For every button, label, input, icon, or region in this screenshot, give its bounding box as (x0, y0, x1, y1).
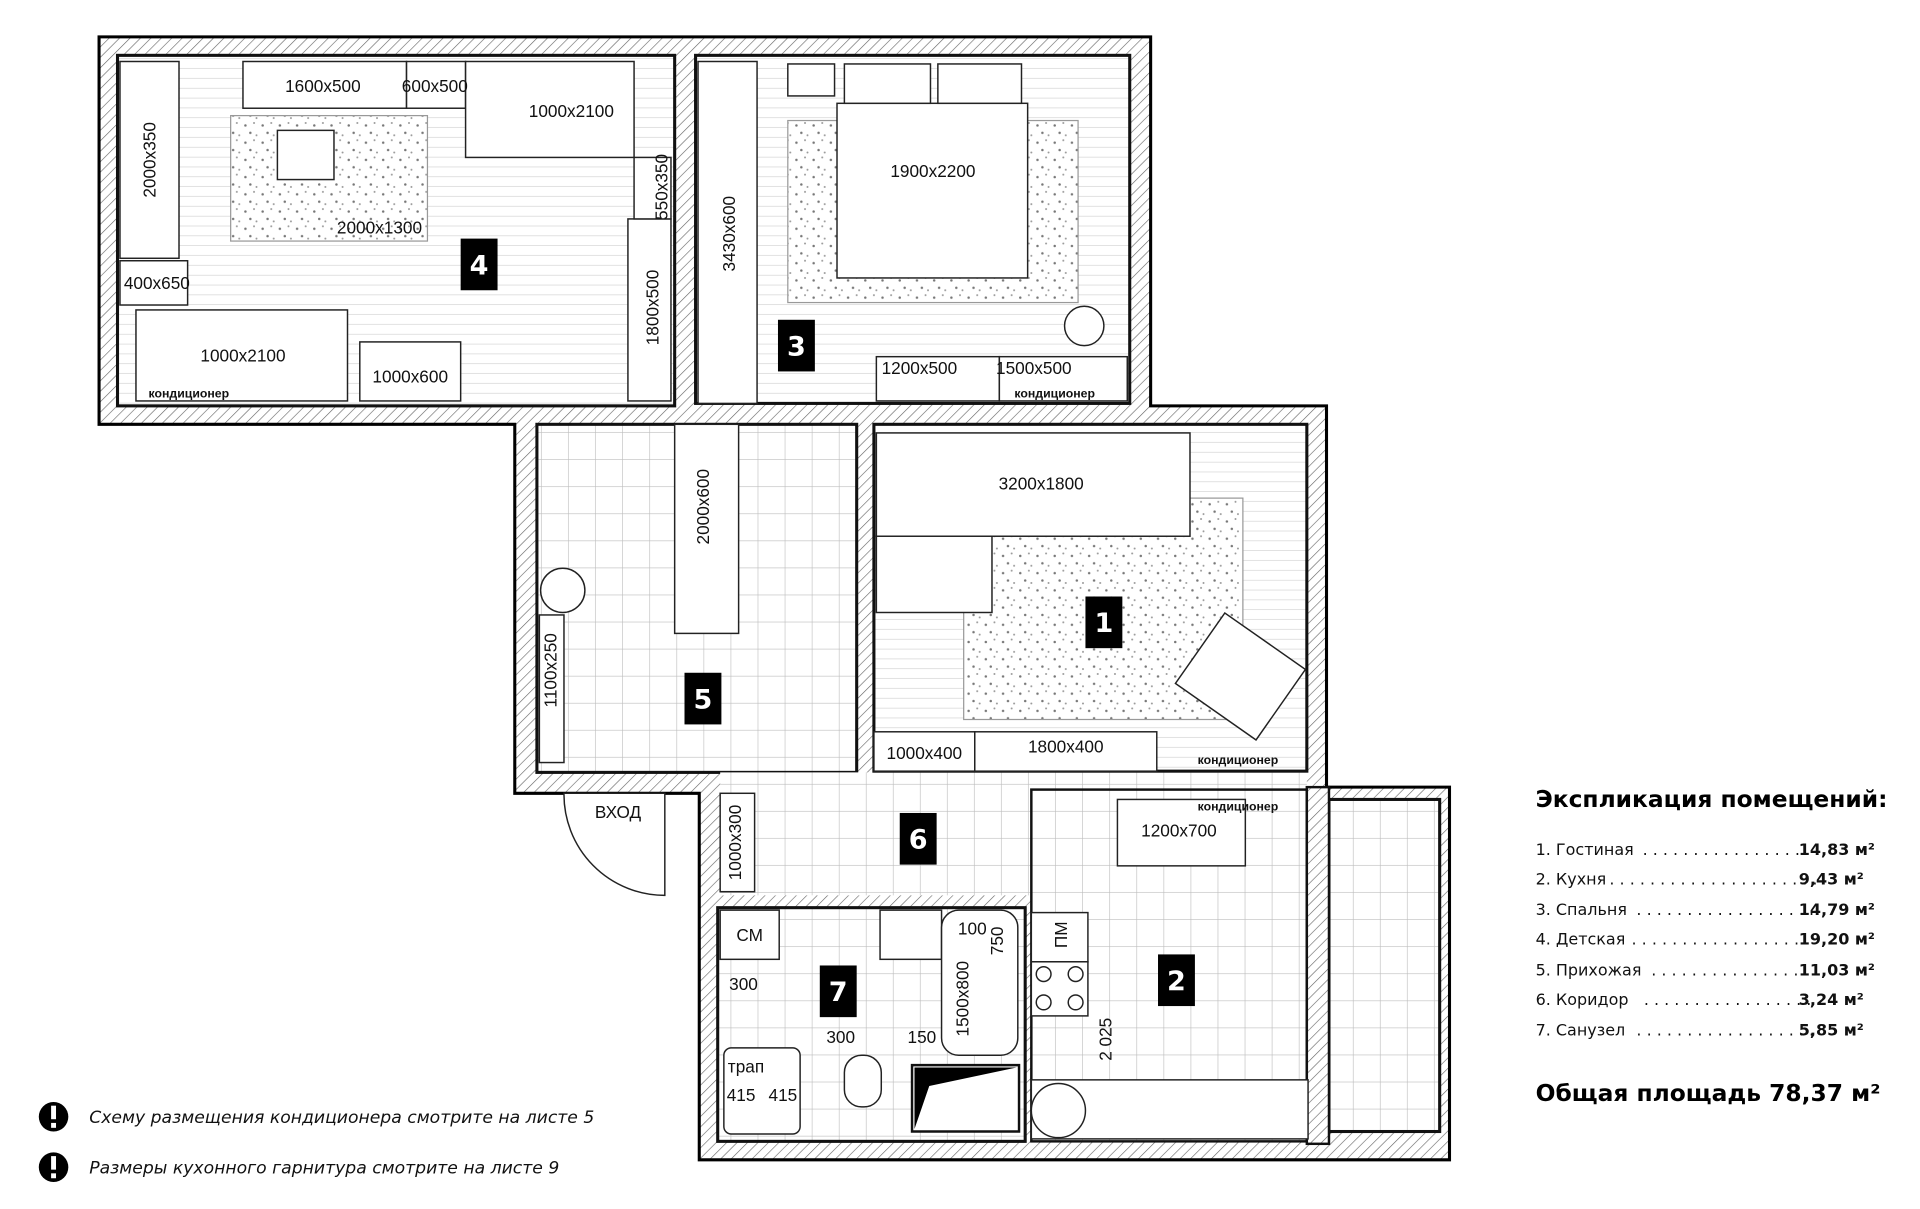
svg-text:11,03 м²: 11,03 м² (1799, 960, 1875, 979)
svg-text:. . . . . . . . . . . . . . .: . . . . . . . . . . . . . . . . . . (1636, 1021, 1814, 1040)
dim-label: 415 (727, 1085, 756, 1105)
svg-text:3. Спальня: 3. Спальня (1536, 900, 1627, 919)
dim-label: 1000x2100 (529, 101, 614, 121)
svg-text:. . . . . . . . . . . . . . .: . . . . . . . . . . . . . . . . . . . . … (1609, 869, 1817, 888)
dim-label: 3200x1800 (999, 474, 1084, 494)
room-badge-1: 1 (1085, 596, 1123, 649)
dim-label: 1200x500 (882, 358, 958, 378)
room-badge-6: 6 (899, 812, 937, 865)
svg-text:2. Кухня: 2. Кухня (1536, 869, 1607, 888)
svg-text:19,20 м²: 19,20 м² (1799, 930, 1875, 949)
svg-text:5: 5 (694, 684, 713, 715)
dim-label: 2000x350 (140, 122, 160, 198)
dim-label: 1500x500 (996, 358, 1072, 378)
svg-text:5,85 м²: 5,85 м² (1799, 1021, 1864, 1040)
svg-text:1. Гостиная: 1. Гостиная (1536, 840, 1634, 859)
svg-text:. . . . . . . . . . . . . . .: . . . . . . . . . . . . . . . . . . (1632, 930, 1810, 949)
legend-item: 5. Прихожая . . . . . . . . . . . . . . .… (1536, 960, 1875, 979)
dim-label: 750 (987, 927, 1007, 956)
room-badges: 4 3 1 5 6 7 2 (460, 238, 1195, 1018)
ac-label: кондиционер (149, 386, 230, 400)
dim-label: 1100x250 (541, 633, 561, 707)
svg-text:. . . . . . . . . . . . . . .: . . . . . . . . . . . . . . . . . (1643, 840, 1811, 859)
notes: Схему размещения кондиционера смотрите н… (38, 1101, 594, 1182)
dim-label: 2000x600 (693, 469, 713, 545)
svg-text:Схему размещения кондиционера: Схему размещения кондиционера смотрите н… (89, 1108, 594, 1128)
entrance-label: ВХОД (595, 802, 642, 822)
svg-text:1: 1 (1094, 608, 1113, 639)
dim-label: 1800x500 (643, 270, 663, 346)
svg-text:3: 3 (787, 331, 806, 362)
svg-text:. . . . . . . . . . . . . . .: . . . . . . . . . . . . . . . . . (1644, 990, 1812, 1009)
dim-label: 1200x700 (1141, 820, 1217, 840)
room-badge-5: 5 (684, 672, 722, 725)
legend-title: Экспликация помещений: (1536, 785, 1888, 813)
dim-label: 300 (729, 974, 758, 994)
room-legend: Экспликация помещений: 1. Гостиная . . . … (1536, 785, 1888, 1107)
dim-label: 400x650 (124, 273, 190, 293)
room-badge-4: 4 (460, 238, 498, 291)
dim-label: 1500x800 (953, 961, 973, 1037)
dim-label: 1600x500 (285, 76, 361, 96)
svg-text:6. Коридор: 6. Коридор (1536, 990, 1629, 1009)
dim-label: 1900x2200 (890, 161, 975, 181)
dim-label: 100 (958, 919, 987, 939)
dim-label: 300 (826, 1027, 855, 1047)
legend-item: 3. Спальня . . . . . . . . . . . . . . . … (1536, 900, 1875, 919)
svg-text:7: 7 (829, 977, 848, 1008)
ac-label: кондиционер (1014, 386, 1095, 400)
svg-text:4: 4 (470, 250, 489, 281)
legend-item: 4. Детская . . . . . . . . . . . . . . . … (1536, 930, 1875, 949)
svg-text:2: 2 (1167, 966, 1186, 997)
legend-item: 6. Коридор . . . . . . . . . . . . . . . … (1536, 990, 1864, 1009)
room-badge-3: 3 (777, 319, 815, 372)
dim-label: 1000x2100 (200, 346, 285, 366)
note-item: Схему размещения кондиционера смотрите н… (38, 1101, 594, 1132)
dimension-labels: 1600x500 600x500 1000x2100 2000x350 2000… (124, 76, 1278, 1105)
dim-label: 2 025 (1095, 1018, 1115, 1061)
room-badge-7: 7 (819, 965, 857, 1018)
svg-text:6: 6 (909, 825, 928, 856)
svg-text:14,83 м²: 14,83 м² (1799, 840, 1875, 859)
svg-text:. . . . . . . . . . . . . . .: . . . . . . . . . . . . . . . . . . (1636, 900, 1814, 919)
ac-label: кондиционер (1198, 800, 1279, 814)
legend-item: 1. Гостиная . . . . . . . . . . . . . . .… (1536, 840, 1875, 859)
dim-label: 150 (908, 1027, 937, 1047)
drain-label: трап (728, 1056, 764, 1076)
svg-text:3,24 м²: 3,24 м² (1799, 990, 1864, 1009)
dim-label: 1800x400 (1028, 737, 1104, 757)
svg-text:14,79 м²: 14,79 м² (1799, 900, 1875, 919)
dim-label: 415 (769, 1085, 798, 1105)
entrance-door (563, 792, 666, 897)
legend-item: 7. Санузел . . . . . . . . . . . . . . . … (1536, 1021, 1864, 1040)
svg-text:. . . . . . . . . . . . . . .: . . . . . . . . . . . . . . . . (1651, 960, 1808, 979)
svg-text:9,43 м²: 9,43 м² (1799, 869, 1864, 888)
furniture (119, 60, 1309, 1140)
svg-text:7. Санузел: 7. Санузел (1536, 1021, 1626, 1040)
note-item: Размеры кухонного гарнитура смотрите на … (38, 1152, 559, 1182)
svg-text:Размеры кухонного гарнитура см: Размеры кухонного гарнитура смотрите на … (89, 1158, 559, 1178)
dim-label: 550x350 (651, 154, 671, 220)
dim-label: 3430x600 (719, 196, 739, 272)
dishwasher-label: ПМ (1051, 921, 1071, 948)
room-badge-2: 2 (1158, 954, 1195, 1007)
ac-label: кондиционер (1198, 753, 1279, 767)
svg-text:5. Прихожая: 5. Прихожая (1536, 960, 1642, 979)
total-area: Общая площадь 78,37 м² (1536, 1079, 1881, 1107)
legend-item: 2. Кухня. . . . . . . . . . . . . . . . … (1536, 869, 1864, 888)
washer-label: СМ (736, 925, 763, 945)
balcony (1327, 797, 1442, 1134)
dim-label: 1000x300 (725, 805, 745, 881)
dim-label: 600x500 (402, 76, 468, 96)
svg-text:4. Детская: 4. Детская (1536, 930, 1626, 949)
dim-label: 1000x400 (887, 743, 963, 763)
dim-label: 2000x1300 (337, 218, 422, 238)
dim-label: 1000x600 (372, 367, 448, 387)
